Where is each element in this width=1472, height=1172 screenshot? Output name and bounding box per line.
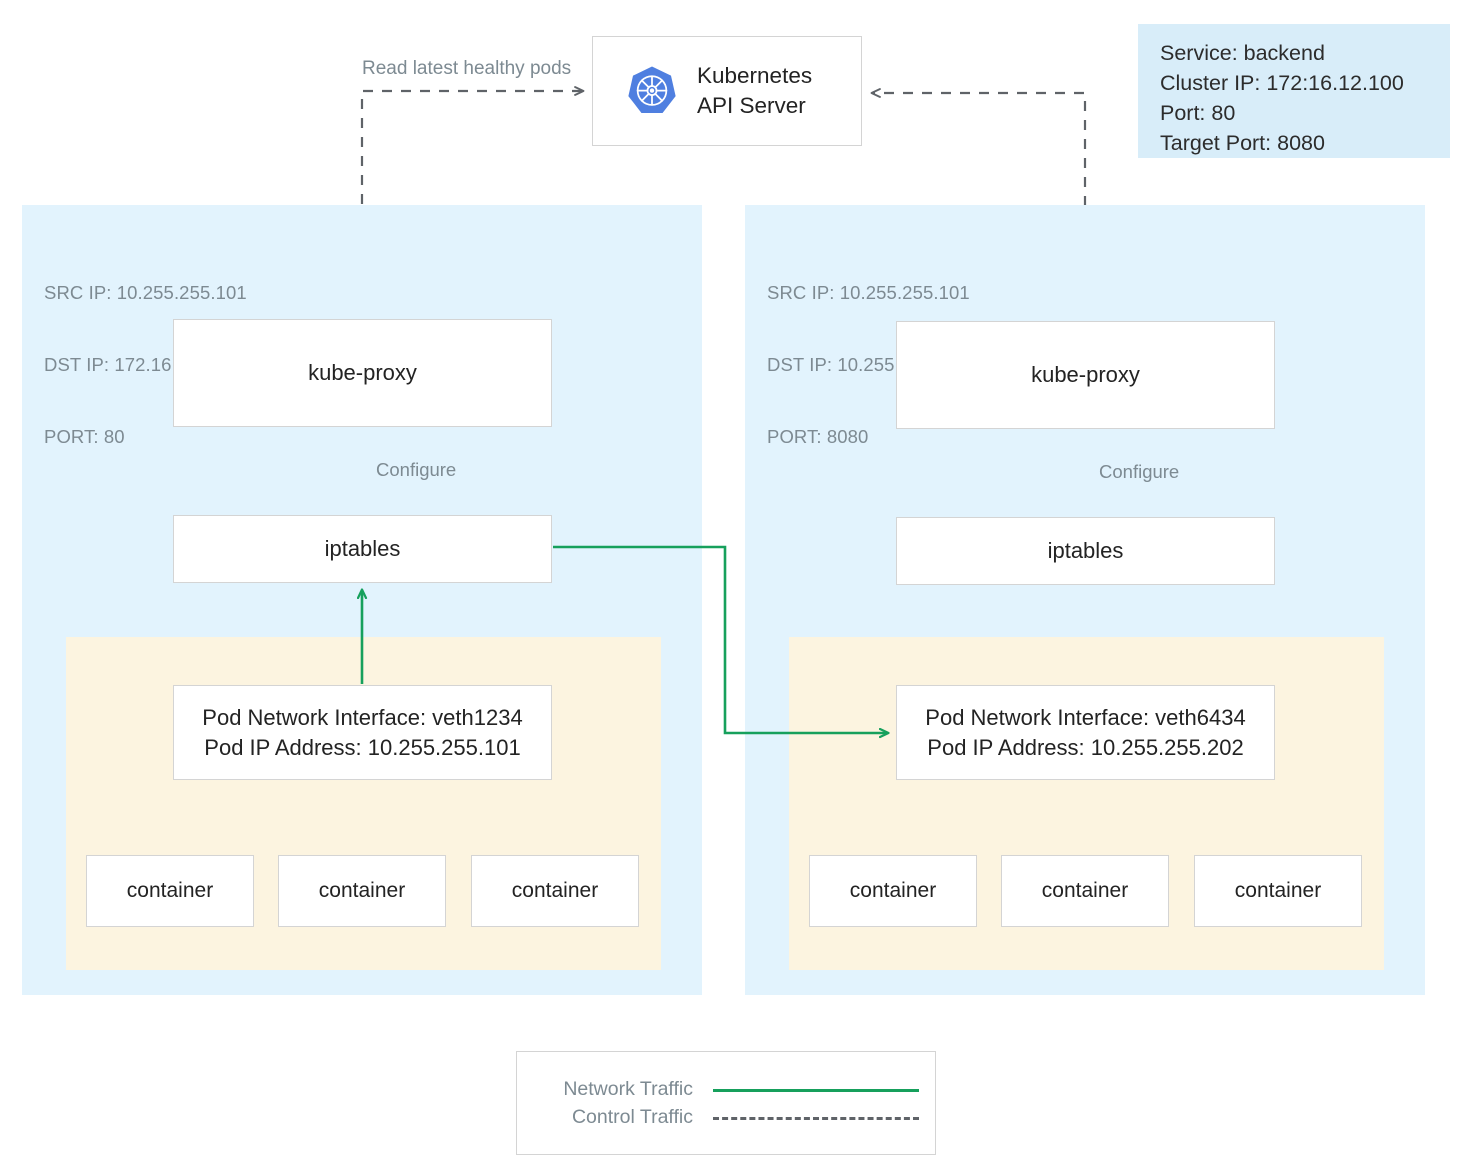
kubernetes-logo-icon (628, 66, 676, 113)
pod-interface-left-name: Pod Network Interface: veth1234 (202, 704, 523, 730)
pod-interface-left-ip: Pod IP Address: 10.255.255.101 (204, 734, 521, 760)
container-left-3[interactable]: container (471, 855, 639, 927)
container-left-1-label: container (126, 879, 214, 902)
pod-interface-right-name: Pod Network Interface: veth6434 (925, 704, 1246, 730)
api-server-line2: API Server (697, 93, 806, 118)
service-info-card: Service: backend Cluster IP: 172:16.12.1… (1138, 24, 1450, 158)
configure-left-label: Configure (376, 459, 457, 480)
node-right-src-ip: SRC IP: 10.255.255.101 (767, 282, 970, 303)
read-latest-healthy-pods-label: Read latest healthy pods (362, 58, 572, 79)
iptables-left-box[interactable]: iptables (173, 515, 552, 583)
container-left-3-label: container (511, 879, 599, 902)
container-right-3[interactable]: container (1194, 855, 1362, 927)
pod-interface-left-box[interactable]: Pod Network Interface: veth1234 Pod IP A… (173, 685, 552, 780)
node-right-port: PORT: 8080 (767, 426, 869, 447)
service-target-port: Target Port: 8080 (1160, 131, 1325, 155)
container-right-1-label: container (849, 879, 937, 902)
iptables-right-label: iptables (1047, 538, 1124, 563)
kube-proxy-left-box[interactable]: kube-proxy (173, 319, 552, 427)
iptables-left-label: iptables (324, 536, 401, 561)
container-right-1[interactable]: container (809, 855, 977, 927)
node-left-port: PORT: 80 (44, 426, 125, 447)
pod-interface-right-box[interactable]: Pod Network Interface: veth6434 Pod IP A… (896, 685, 1275, 780)
container-left-2-label: container (318, 879, 406, 902)
node-left-src-ip: SRC IP: 10.255.255.101 (44, 282, 247, 303)
service-cluster-ip: Cluster IP: 172:16.12.100 (1160, 71, 1404, 95)
container-left-1[interactable]: container (86, 855, 254, 927)
service-name: Service: backend (1160, 41, 1325, 65)
container-right-3-label: container (1234, 879, 1322, 902)
container-right-2-label: container (1041, 879, 1129, 902)
container-left-2[interactable]: container (278, 855, 446, 927)
configure-right-label: Configure (1099, 461, 1180, 482)
legend-control-traffic-swatch (713, 1117, 919, 1120)
legend-control-traffic-label: Control Traffic (571, 1106, 693, 1128)
kube-proxy-left-label: kube-proxy (308, 360, 417, 385)
kube-proxy-right-box[interactable]: kube-proxy (896, 321, 1275, 429)
pod-interface-right-ip: Pod IP Address: 10.255.255.202 (927, 734, 1244, 760)
legend-network-traffic-swatch (713, 1089, 919, 1092)
container-right-2[interactable]: container (1001, 855, 1169, 927)
kube-proxy-right-label: kube-proxy (1031, 362, 1140, 387)
legend-network-traffic-label: Network Traffic (563, 1078, 693, 1100)
api-server-line1: Kubernetes (697, 63, 813, 88)
iptables-right-box[interactable]: iptables (896, 517, 1275, 585)
legend-box: Network Traffic Control Traffic (516, 1051, 936, 1155)
service-port: Port: 80 (1160, 101, 1236, 125)
